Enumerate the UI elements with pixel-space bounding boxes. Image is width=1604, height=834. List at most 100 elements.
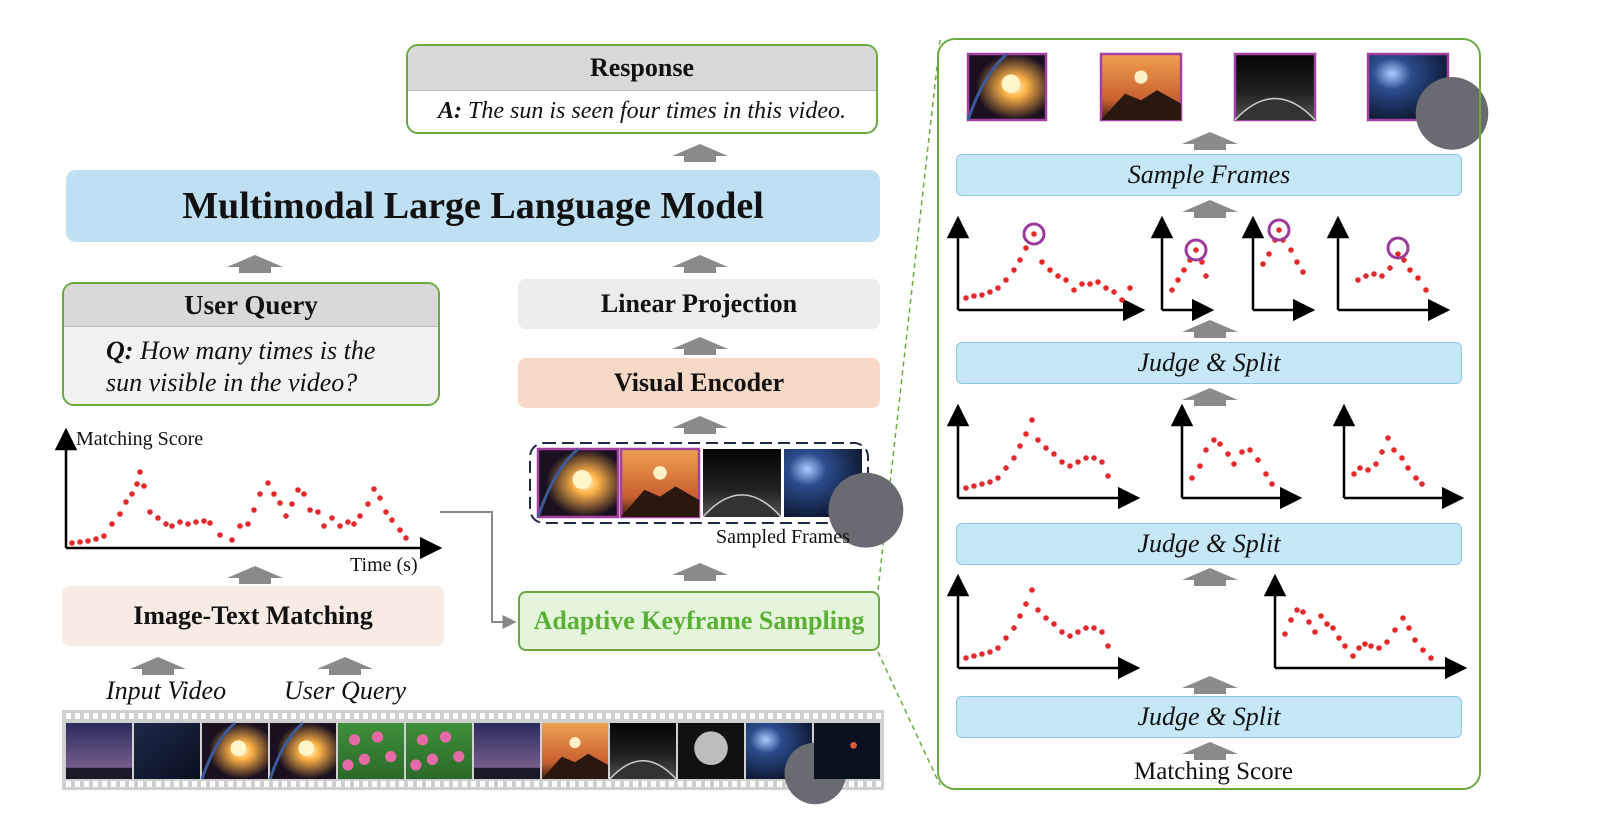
ground — [66, 767, 132, 779]
film-hole — [543, 713, 548, 719]
mini-plot-dot — [1356, 645, 1362, 651]
mini-plot-dot — [1119, 297, 1125, 303]
flower — [348, 734, 361, 746]
film-hole — [813, 713, 818, 719]
user-query-question: Q: How many times is the sun visible in … — [64, 327, 438, 399]
mini-plot-dot — [1067, 463, 1073, 469]
matching-score-dot — [229, 537, 235, 543]
film-hole — [696, 713, 701, 719]
film-hole — [165, 713, 170, 719]
film-hole — [759, 781, 764, 787]
film-hole — [120, 781, 125, 787]
film-hole — [336, 713, 341, 719]
flower — [385, 751, 397, 763]
video-frame — [966, 52, 1048, 122]
film-hole — [876, 713, 881, 719]
mini-plot-dot — [1231, 461, 1237, 467]
mini-plot-dot — [1391, 447, 1397, 453]
film-hole — [777, 781, 782, 787]
film-hole — [84, 713, 89, 719]
film-hole — [750, 713, 755, 719]
mini-plot-dot — [1406, 625, 1412, 631]
planet-horizon — [609, 760, 677, 780]
film-hole — [156, 781, 161, 787]
mini-plot-dot — [1263, 471, 1269, 477]
film-hole — [210, 713, 215, 719]
connector-to-adaptive — [440, 511, 517, 629]
frame-image — [134, 723, 200, 779]
mini-plot-dot — [1067, 633, 1073, 639]
film-hole — [840, 713, 845, 719]
video-frame — [1233, 52, 1317, 122]
up-arrow — [1182, 568, 1238, 586]
mini-plot-dot — [1371, 271, 1377, 277]
mini-plot-dot — [1395, 251, 1401, 257]
mini-plot-dot — [1031, 231, 1037, 237]
planet-horizon — [1234, 97, 1316, 121]
film-hole — [300, 713, 305, 719]
image-text-matching-block: Image-Text Matching — [62, 586, 444, 646]
mini-plot-dot — [1017, 443, 1023, 449]
film-hole — [390, 713, 395, 719]
film-hole — [201, 781, 206, 787]
mini-plot-dot — [1312, 629, 1318, 635]
mountain — [542, 753, 608, 779]
film-hole — [264, 781, 269, 787]
mini-plot-dot — [1203, 447, 1209, 453]
mini-plot-dot — [963, 655, 969, 661]
mini-plot-dot — [1051, 451, 1057, 457]
video-frame — [784, 449, 904, 548]
film-hole — [381, 781, 386, 787]
matching-score-dot — [217, 532, 223, 538]
input-query-label: User Query — [284, 676, 407, 705]
flower — [440, 731, 452, 743]
red-moon — [850, 742, 857, 749]
mini-plot-dot — [1169, 287, 1175, 293]
film-hole — [768, 781, 773, 787]
film-hole — [435, 781, 440, 787]
video-frame — [200, 721, 268, 780]
flow-arrows — [130, 132, 1238, 760]
matching-score-dot — [377, 495, 383, 501]
ground — [474, 767, 540, 779]
film-hole — [507, 713, 512, 719]
film-hole — [867, 781, 872, 787]
film-hole — [867, 713, 872, 719]
mini-plot-dot — [1011, 267, 1017, 273]
mini-plot-dot — [1059, 459, 1065, 465]
film-hole — [858, 713, 863, 719]
matching-score-dot — [207, 520, 213, 526]
film-hole — [183, 713, 188, 719]
film-hole — [858, 781, 863, 787]
mini-plot-dot — [1105, 643, 1111, 649]
mini-plot-dot — [987, 649, 993, 655]
moon-body — [828, 472, 904, 548]
video-frame — [66, 723, 132, 779]
film-hole — [588, 713, 593, 719]
mini-plot-dot — [1087, 281, 1093, 287]
film-hole — [651, 713, 656, 719]
film-hole — [498, 781, 503, 787]
mini-plot-dot — [1355, 277, 1361, 283]
film-hole — [372, 713, 377, 719]
mini-plot-dot — [1003, 277, 1009, 283]
video-frame — [1099, 52, 1183, 122]
matching-score-dot — [345, 519, 351, 525]
film-hole — [561, 713, 566, 719]
film-hole — [264, 713, 269, 719]
response-answer-text: The sun is seen four times in this video… — [462, 97, 846, 124]
mini-plot-dot — [1387, 265, 1393, 271]
mountain — [621, 486, 699, 517]
mini-plot-dot — [1075, 629, 1081, 635]
film-hole — [516, 713, 521, 719]
mini-plot-dot — [1003, 635, 1009, 641]
film-hole — [453, 713, 458, 719]
mountain — [1101, 90, 1181, 120]
film-hole — [489, 781, 494, 787]
visual-encoder-block: Visual Encoder — [518, 358, 880, 408]
film-hole — [102, 713, 107, 719]
mini-plot-dot — [1365, 467, 1371, 473]
mini-plot-dot — [1111, 289, 1117, 295]
film-hole — [363, 781, 368, 787]
matching-score-dot — [147, 509, 153, 515]
